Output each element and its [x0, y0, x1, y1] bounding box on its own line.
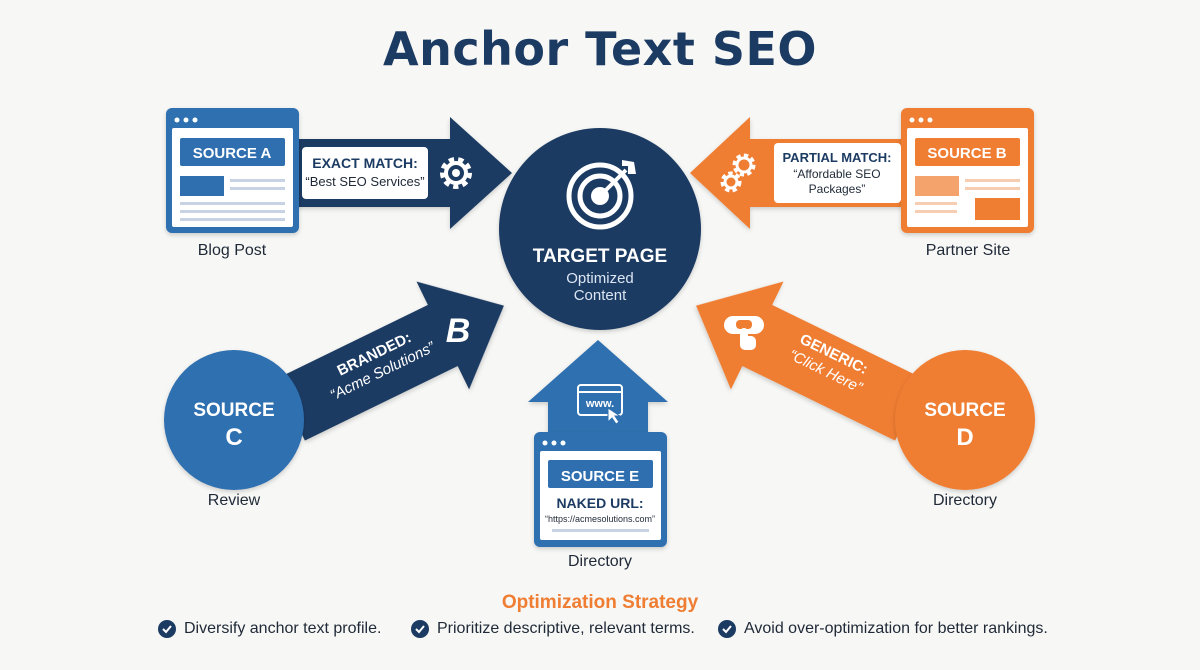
- source-a-window: SOURCE A: [166, 108, 299, 233]
- source-c-node: SOURCE C: [164, 350, 304, 490]
- source-d-label-1: SOURCE: [924, 400, 1005, 421]
- target-subtitle-1: Optimized: [566, 270, 634, 287]
- target-title: TARGET PAGE: [533, 246, 667, 267]
- strategy-tip-3: Avoid over-optimization for better ranki…: [718, 620, 1048, 638]
- anchor-type-a: EXACT MATCH:: [312, 155, 418, 171]
- source-d-label-2: D: [956, 424, 973, 451]
- source-c-label-2: C: [225, 424, 242, 451]
- source-a-label: SOURCE A: [193, 145, 272, 162]
- arrow-source-e: [528, 340, 668, 440]
- anchor-text-b-2: Packages”: [809, 182, 866, 196]
- anchor-type-b: PARTIAL MATCH:: [782, 150, 891, 165]
- target-icon: [566, 160, 636, 230]
- strategy-tip-text-1: Diversify anchor text profile.: [184, 620, 382, 637]
- www-icon-text: www.: [585, 398, 614, 410]
- check-icon: [158, 620, 176, 638]
- source-b-window: SOURCE B: [901, 108, 1034, 233]
- strategy-tip-text-3: Avoid over-optimization for better ranki…: [744, 620, 1048, 637]
- svg-text:B: B: [446, 312, 471, 350]
- source-b-label: SOURCE B: [927, 145, 1006, 162]
- arrow-source-c: [275, 281, 504, 441]
- check-icon: [411, 620, 429, 638]
- caption-source-a: Blog Post: [197, 242, 267, 259]
- anchor-label-b: PARTIAL MATCH: “Affordable SEO Packages”: [774, 143, 901, 203]
- source-e-window: SOURCE E NAKED URL: “https://acmesolutio…: [534, 432, 667, 547]
- page-title: Anchor Text SEO: [383, 22, 817, 76]
- anchor-text-b-1: “Affordable SEO: [793, 167, 880, 181]
- caption-source-e: Directory: [567, 553, 632, 570]
- strategy-title: Optimization Strategy: [501, 592, 699, 613]
- brand-b-icon: B: [446, 312, 471, 350]
- strategy-tip-text-2: Prioritize descriptive, relevant terms.: [437, 620, 695, 637]
- check-icon: [718, 620, 736, 638]
- caption-source-d: Directory: [932, 492, 997, 509]
- strategy-tip-2: Prioritize descriptive, relevant terms.: [411, 620, 695, 638]
- strategy-tip-1: Diversify anchor text profile.: [158, 620, 381, 638]
- target-node: TARGET PAGE Optimized Content: [499, 128, 701, 330]
- caption-source-c: Review: [207, 492, 261, 509]
- anchor-type-e: NAKED URL:: [556, 495, 643, 511]
- click-hand-icon: [724, 316, 764, 350]
- anchor-text-a: “Best SEO Services”: [305, 174, 424, 189]
- source-c-label-1: SOURCE: [193, 400, 274, 421]
- anchor-text-e: “https://acmesolutions.com”: [545, 514, 655, 524]
- source-e-label: SOURCE E: [561, 468, 639, 485]
- anchor-label-a: EXACT MATCH: “Best SEO Services”: [302, 147, 428, 199]
- gears-icon: [720, 153, 756, 193]
- target-subtitle-2: Content: [574, 287, 627, 304]
- gear-icon: [440, 157, 472, 189]
- caption-source-b: Partner Site: [925, 242, 1011, 259]
- source-d-node: SOURCE D: [895, 350, 1035, 490]
- www-browser-icon: www.: [577, 384, 623, 425]
